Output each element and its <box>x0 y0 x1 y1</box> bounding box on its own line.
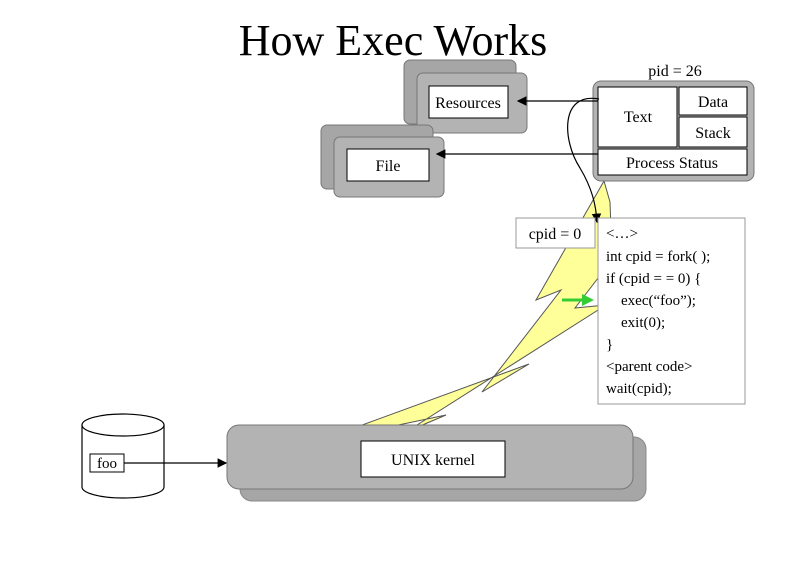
process-text-label: Text <box>624 109 653 126</box>
resources-box: Resources <box>403 59 528 134</box>
resources-label: Resources <box>435 95 501 112</box>
code-line: <…> <box>606 226 638 242</box>
code-line: <parent code> <box>606 359 692 375</box>
process-stack-label: Stack <box>695 125 731 142</box>
code-box: <…> int cpid = fork( ); if (cpid = = 0) … <box>597 217 746 405</box>
code-line: exit(0); <box>621 315 665 331</box>
process-status-label: Process Status <box>626 155 718 172</box>
code-line: } <box>606 337 613 353</box>
code-line: int cpid = fork( ); <box>606 249 710 265</box>
cpid-box: cpid = 0 <box>515 217 596 249</box>
disk-label: foo <box>97 456 117 472</box>
code-line: exec(“foo”); <box>621 293 696 309</box>
kernel-label: UNIX kernel <box>391 452 476 469</box>
page-title: How Exec Works <box>239 16 547 65</box>
code-line: wait(cpid); <box>606 381 672 397</box>
disk-icon: foo <box>81 413 165 499</box>
code-line: if (cpid = = 0) { <box>606 271 701 287</box>
green-arrow <box>562 294 594 306</box>
cpid-label: cpid = 0 <box>529 226 582 243</box>
file-label: File <box>376 158 401 175</box>
text-to-code-arrow <box>567 97 602 224</box>
kernel-box: UNIX kernel <box>226 424 647 502</box>
process-box: Text Data Stack Process Status <box>592 80 755 182</box>
pid-label: pid = 26 <box>648 63 701 80</box>
process-data-label: Data <box>698 94 728 111</box>
file-box: File <box>320 124 445 198</box>
